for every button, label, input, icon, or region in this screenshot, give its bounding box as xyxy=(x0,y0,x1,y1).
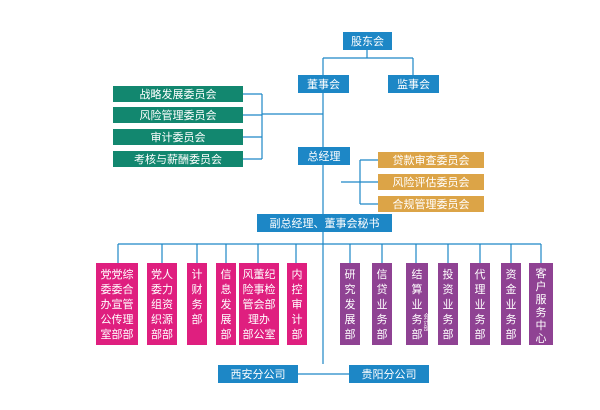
general-manager-box: 总经理 xyxy=(298,147,350,165)
branch-xian: 西安分公司 xyxy=(218,365,298,383)
dept-research: 研究发展部 xyxy=(340,263,360,345)
dept-finance: 计财务部 xyxy=(187,263,207,345)
committee-strategy: 战略发展委员会 xyxy=(113,86,243,102)
dept-customer-service: 客户服务中心 xyxy=(529,263,553,345)
dept-treasury: 资金业务部 xyxy=(501,263,521,345)
dept-internal-audit: 内控审计部 xyxy=(287,263,307,345)
supervisors-box: 监事会 xyxy=(388,75,439,93)
branch-guiyang: 贵阳分公司 xyxy=(349,365,429,383)
dept-settlement-sub-label: 会计部 xyxy=(422,313,429,331)
committee-risk-assessment: 风险评估委员会 xyxy=(378,174,484,190)
committee-loan-review: 贷款审查委员会 xyxy=(378,152,484,168)
shareholders-box: 股东会 xyxy=(343,32,392,50)
committee-compliance: 合规管理委员会 xyxy=(378,196,484,212)
dept-party-office: 党党综委委合办宣管公传理室部部 xyxy=(96,263,138,345)
committee-evaluation-compensation: 考核与薪酬委员会 xyxy=(113,151,243,167)
dept-party-hr: 党人委力组资织源部部 xyxy=(147,263,177,345)
deputy-gm-secretary-box: 副总经理、董事会秘书 xyxy=(257,214,392,232)
dept-settlement: 结算业务部 会计部 xyxy=(406,263,429,345)
board-box: 董事会 xyxy=(298,75,349,93)
committee-risk-management: 风险管理委员会 xyxy=(113,107,243,123)
committee-audit: 审计委员会 xyxy=(113,129,243,145)
dept-credit: 信贷业务部 xyxy=(372,263,392,345)
dept-agency: 代理业务部 xyxy=(470,263,490,345)
dept-investment: 投资业务部 xyxy=(438,263,458,345)
dept-risk-board-discipline: 风董纪险事检管会部理办部公室 xyxy=(239,263,279,345)
dept-it-development: 信息发展部 xyxy=(216,263,236,345)
